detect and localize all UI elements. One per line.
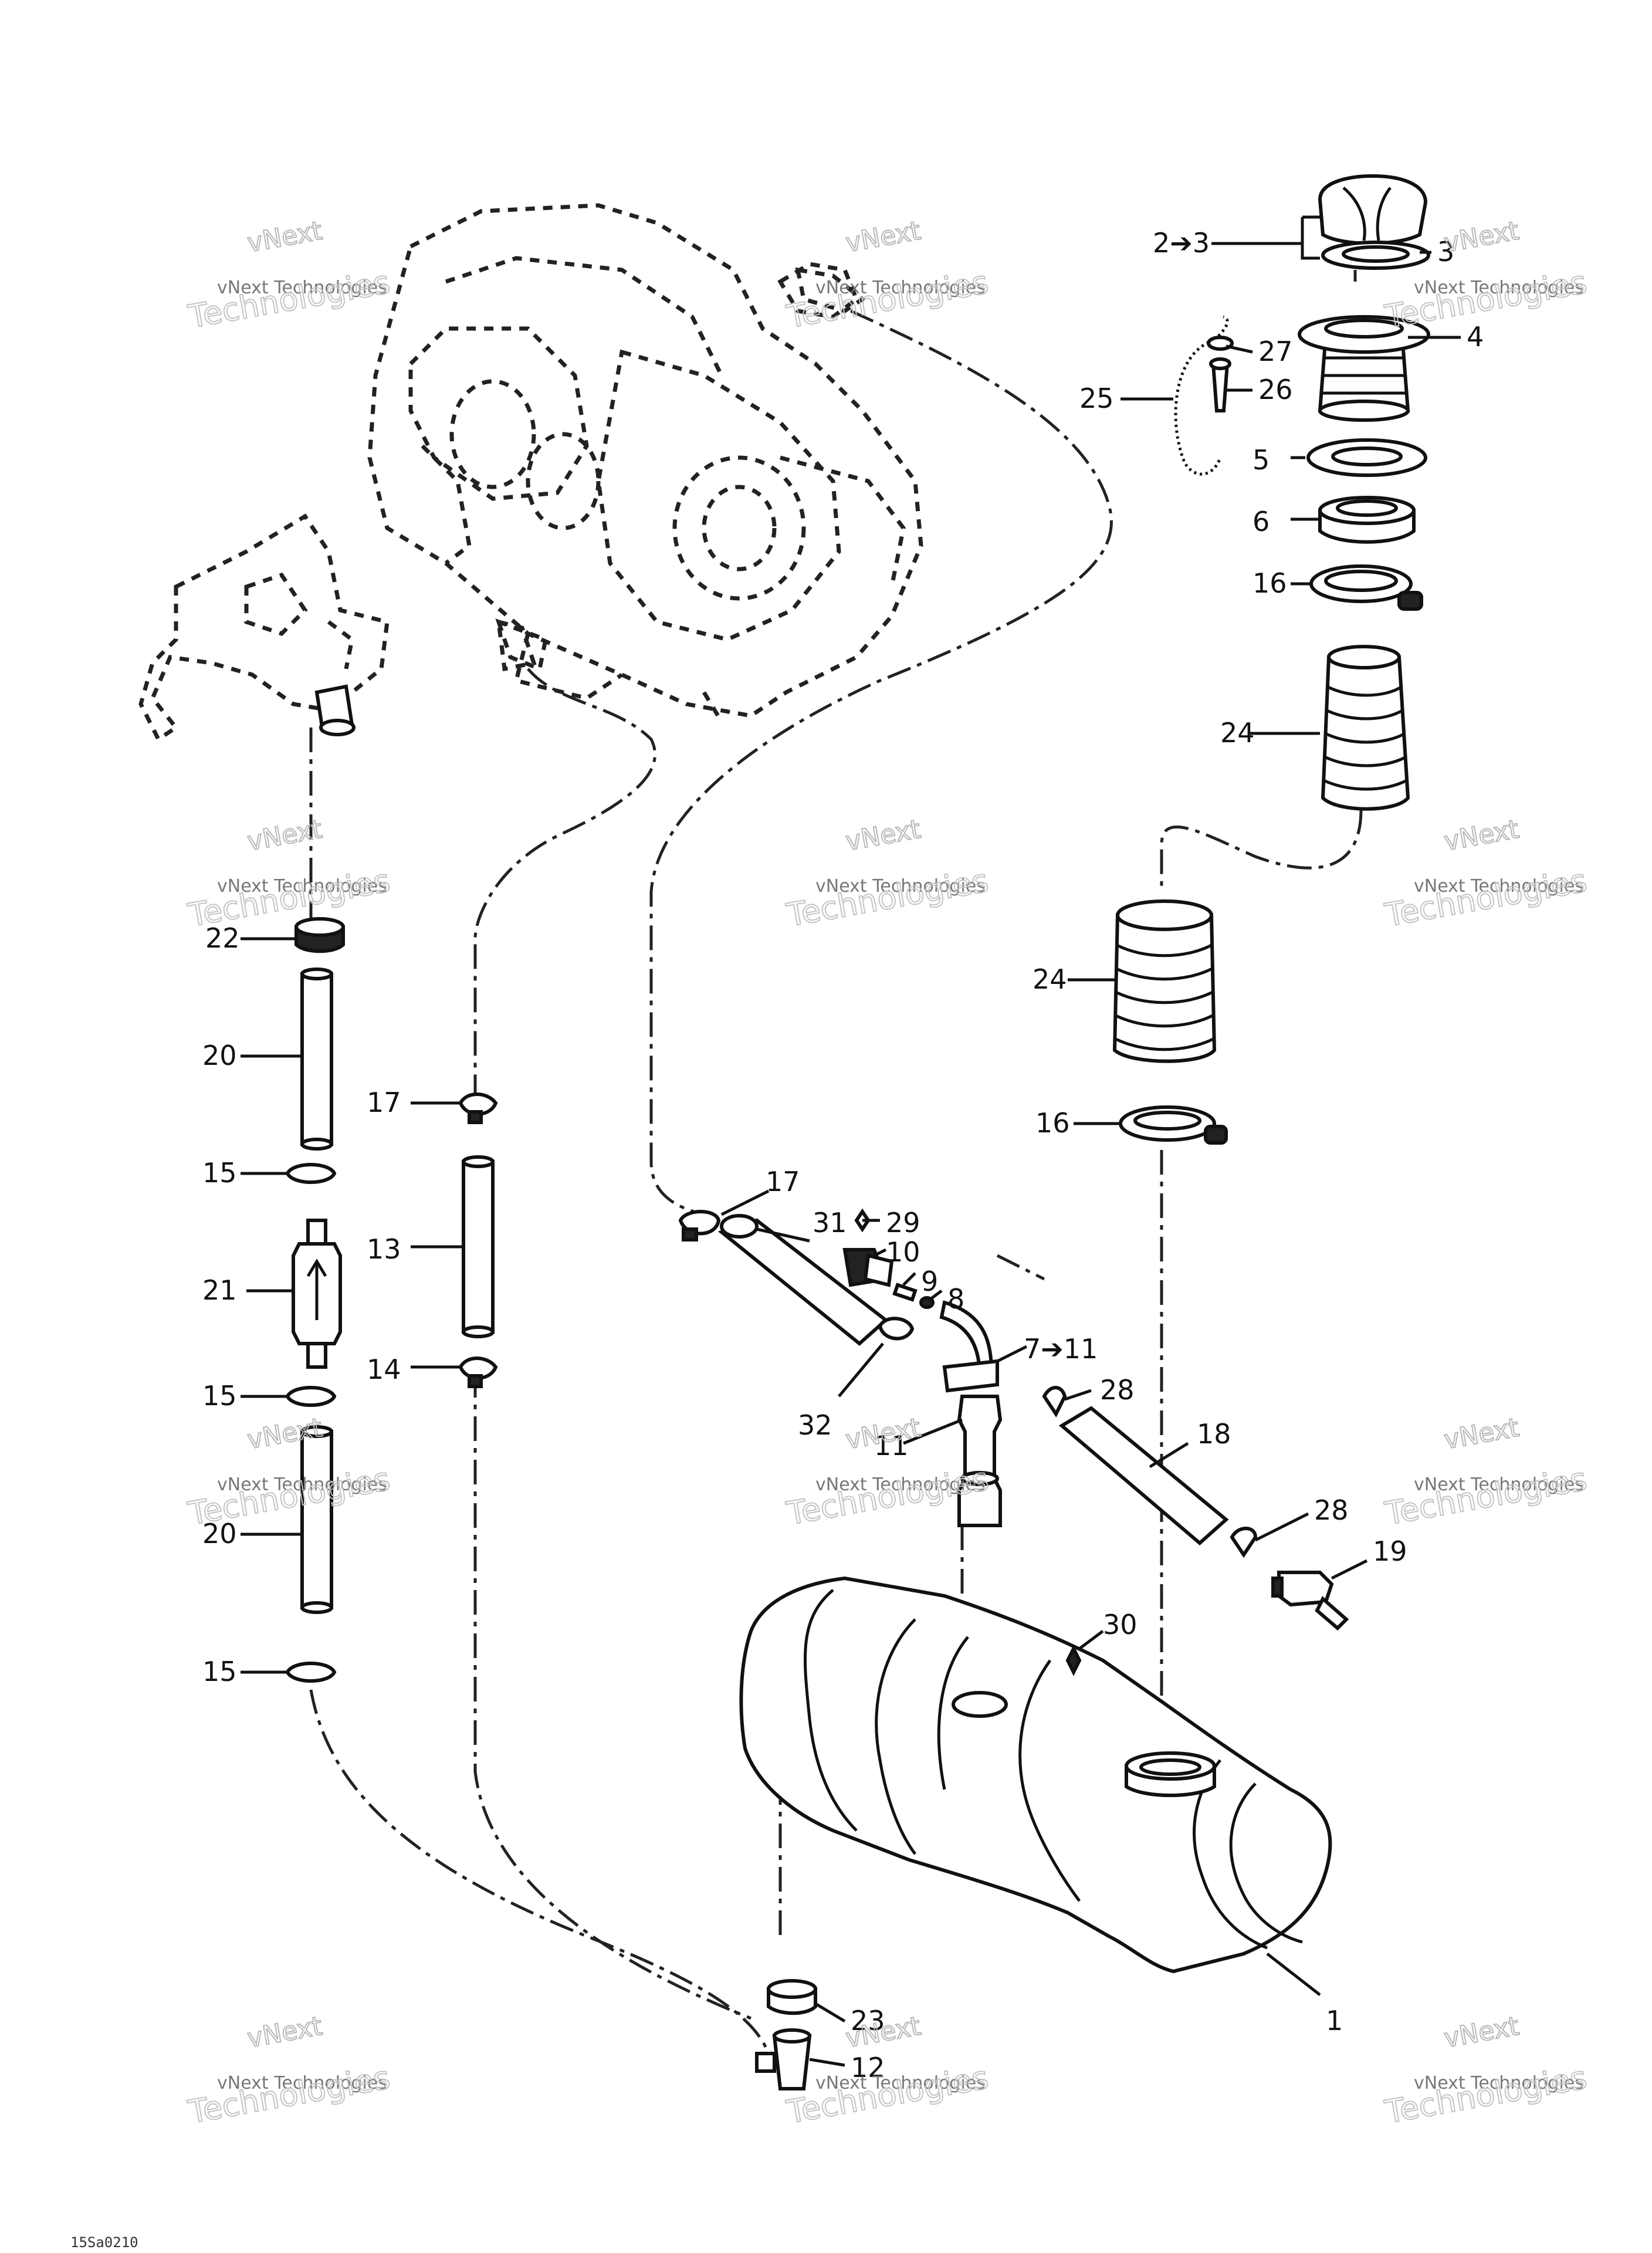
callout-3: 3 [1437,236,1454,268]
svg-text:Technologies: Technologies [784,2059,991,2130]
svg-text:vNext: vNext [844,216,923,259]
svg-text:vNext: vNext [245,2011,324,2054]
svg-text:vNext: vNext [844,814,923,857]
engine-block-phantom [367,203,923,723]
callout-20-b: 20 [202,1518,237,1550]
svg-text:vNext Technologies: vNext Technologies [217,1474,387,1495]
svg-text:vNext Technologies: vNext Technologies [1414,2073,1584,2093]
callout-24-a: 24 [1220,717,1255,749]
engine-fitting-phantom [496,267,866,672]
callout-8: 8 [947,1283,964,1315]
tank-fittings-bottom [755,1979,817,2090]
svg-text:vNext Technologies: vNext Technologies [815,1474,986,1495]
callout-2-3: 2➔3 [1153,227,1210,259]
filler-cap-assembly [1174,174,1430,811]
callout-28-b: 28 [1314,1494,1349,1526]
leader-lines [241,215,1461,2067]
callout-16-a: 16 [1252,567,1287,599]
middle-fuel-line [458,1092,498,1388]
svg-text:Technologies: Technologies [784,862,991,933]
svg-text:Technologies: Technologies [784,263,991,335]
callout-10: 10 [886,1236,920,1268]
callout-17-b: 17 [766,1166,800,1197]
watermark-bottom-left: vNext vNext Technologies Technologies [185,2011,394,2132]
callout-28-a: 28 [1100,1374,1135,1406]
callout-18: 18 [1197,1418,1231,1450]
watermark-mid1-right: vNext vNext Technologies Technologies [1382,814,1590,935]
svg-text:Technologies: Technologies [185,263,393,335]
fuel-cap [1318,174,1428,245]
svg-text:vNext: vNext [844,1413,923,1456]
svg-text:Technologies: Technologies [1382,862,1590,933]
callout-22: 22 [205,922,240,954]
figure-code: 15Sa0210 [70,2234,138,2251]
callout-15-c: 15 [202,1656,237,1687]
hose-routing-lines [309,270,1363,2054]
svg-text:Technologies: Technologies [185,862,393,933]
callout-21: 21 [202,1274,237,1306]
svg-text:vNext Technologies: vNext Technologies [815,278,986,298]
callout-27: 27 [1258,336,1293,367]
svg-text:vNext Technologies: vNext Technologies [217,876,387,897]
callout-25: 25 [1079,383,1114,414]
watermark-mid2-right: vNext vNext Technologies Technologies [1382,1412,1590,1533]
callout-15-b: 15 [202,1380,237,1412]
callout-16-b: 16 [1035,1107,1070,1139]
callout-7-11: 7➔11 [1024,1333,1098,1365]
svg-text:vNext: vNext [1442,216,1521,259]
watermark-top-left: vNext vNext Technologies Technologies [185,215,394,336]
fuel-pump-phantom [138,513,390,743]
callout-9: 9 [921,1266,938,1297]
callout-4: 4 [1467,321,1484,353]
callout-6: 6 [1252,506,1270,537]
fuel-tank [739,1576,1332,1974]
svg-text:Technologies: Technologies [1382,263,1590,335]
svg-text:vNext Technologies: vNext Technologies [217,278,387,298]
callout-12: 12 [851,2052,885,2083]
svg-text:Technologies: Technologies [185,1460,393,1532]
callout-14: 14 [367,1354,401,1385]
svg-text:vNext: vNext [245,216,324,259]
callout-29: 29 [886,1207,920,1239]
callout-17-a: 17 [367,1087,401,1118]
callout-26: 26 [1258,374,1293,405]
watermark-mid2-left: vNext vNext Technologies Technologies [185,1412,394,1533]
watermark-bottom-right: vNext vNext Technologies Technologies [1382,2011,1590,2132]
svg-text:vNext: vNext [1442,2011,1521,2054]
callout-19: 19 [1373,1535,1407,1567]
watermark-mid1-center: vNext vNext Technologies Technologies [783,814,992,935]
svg-text:vNext Technologies: vNext Technologies [1414,876,1584,897]
filler-hose-upper [1321,645,1410,811]
callout-labels: 1 2➔3 3 4 5 6 7➔11 8 9 10 11 12 13 14 15… [202,227,1484,2083]
svg-text:vNext: vNext [245,814,324,857]
svg-text:vNext: vNext [1442,1413,1521,1456]
svg-text:Technologies: Technologies [1382,1460,1590,1532]
left-fuel-line [270,917,345,1683]
callout-23: 23 [851,2005,885,2037]
svg-text:vNext Technologies: vNext Technologies [1414,1474,1584,1495]
pickup-assembly [678,1208,1349,1631]
svg-text:vNext Technologies: vNext Technologies [217,2073,387,2093]
cap-lanyard [1174,315,1229,476]
callout-30: 30 [1103,1609,1138,1640]
callout-32: 32 [798,1409,832,1441]
callout-31: 31 [813,1207,847,1239]
watermark-mid1-left: vNext vNext Technologies Technologies [185,814,394,935]
callout-20-a: 20 [202,1040,237,1071]
svg-text:vNext: vNext [1442,814,1521,857]
svg-text:Technologies: Technologies [185,2059,393,2130]
svg-text:Technologies: Technologies [1382,2059,1590,2130]
callout-5: 5 [1252,444,1270,476]
callout-15-a: 15 [202,1157,237,1189]
svg-text:vNext Technologies: vNext Technologies [815,2073,986,2093]
callout-1: 1 [1326,2005,1343,2037]
filler-hose-lower [1112,899,1228,1145]
svg-text:vNext Technologies: vNext Technologies [815,876,986,897]
callout-11: 11 [874,1430,909,1462]
svg-text:vNext Technologies: vNext Technologies [1414,278,1584,298]
callout-24-b: 24 [1032,963,1067,995]
callout-13: 13 [367,1233,401,1265]
